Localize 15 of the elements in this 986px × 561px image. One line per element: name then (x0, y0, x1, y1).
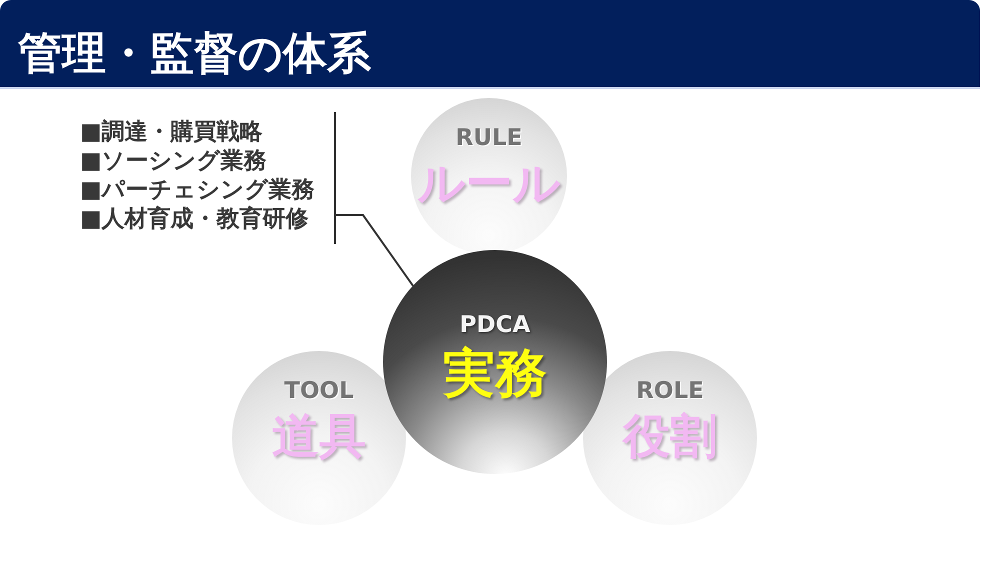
japanese-label: 道具 (272, 411, 366, 463)
list-item: ■ソーシング業務 (80, 148, 267, 174)
list-item: ■調達・購買戦略 (80, 119, 263, 145)
bracketed-list (80, 112, 336, 244)
english-label: PDCA (460, 313, 530, 338)
english-label: ROLE (636, 379, 704, 404)
leader-line (336, 214, 414, 286)
list-item: ■人材育成・教育研修 (80, 206, 309, 232)
japanese-label: 実務 (443, 346, 547, 403)
english-label: RULE (456, 126, 522, 151)
japanese-label: 役割 (623, 411, 717, 463)
list-item: ■パーチェシング業務 (80, 177, 315, 203)
japanese-label: ルール (418, 158, 560, 210)
english-label: TOOL (284, 379, 354, 404)
title: 管理・監督の体系 (18, 31, 371, 77)
